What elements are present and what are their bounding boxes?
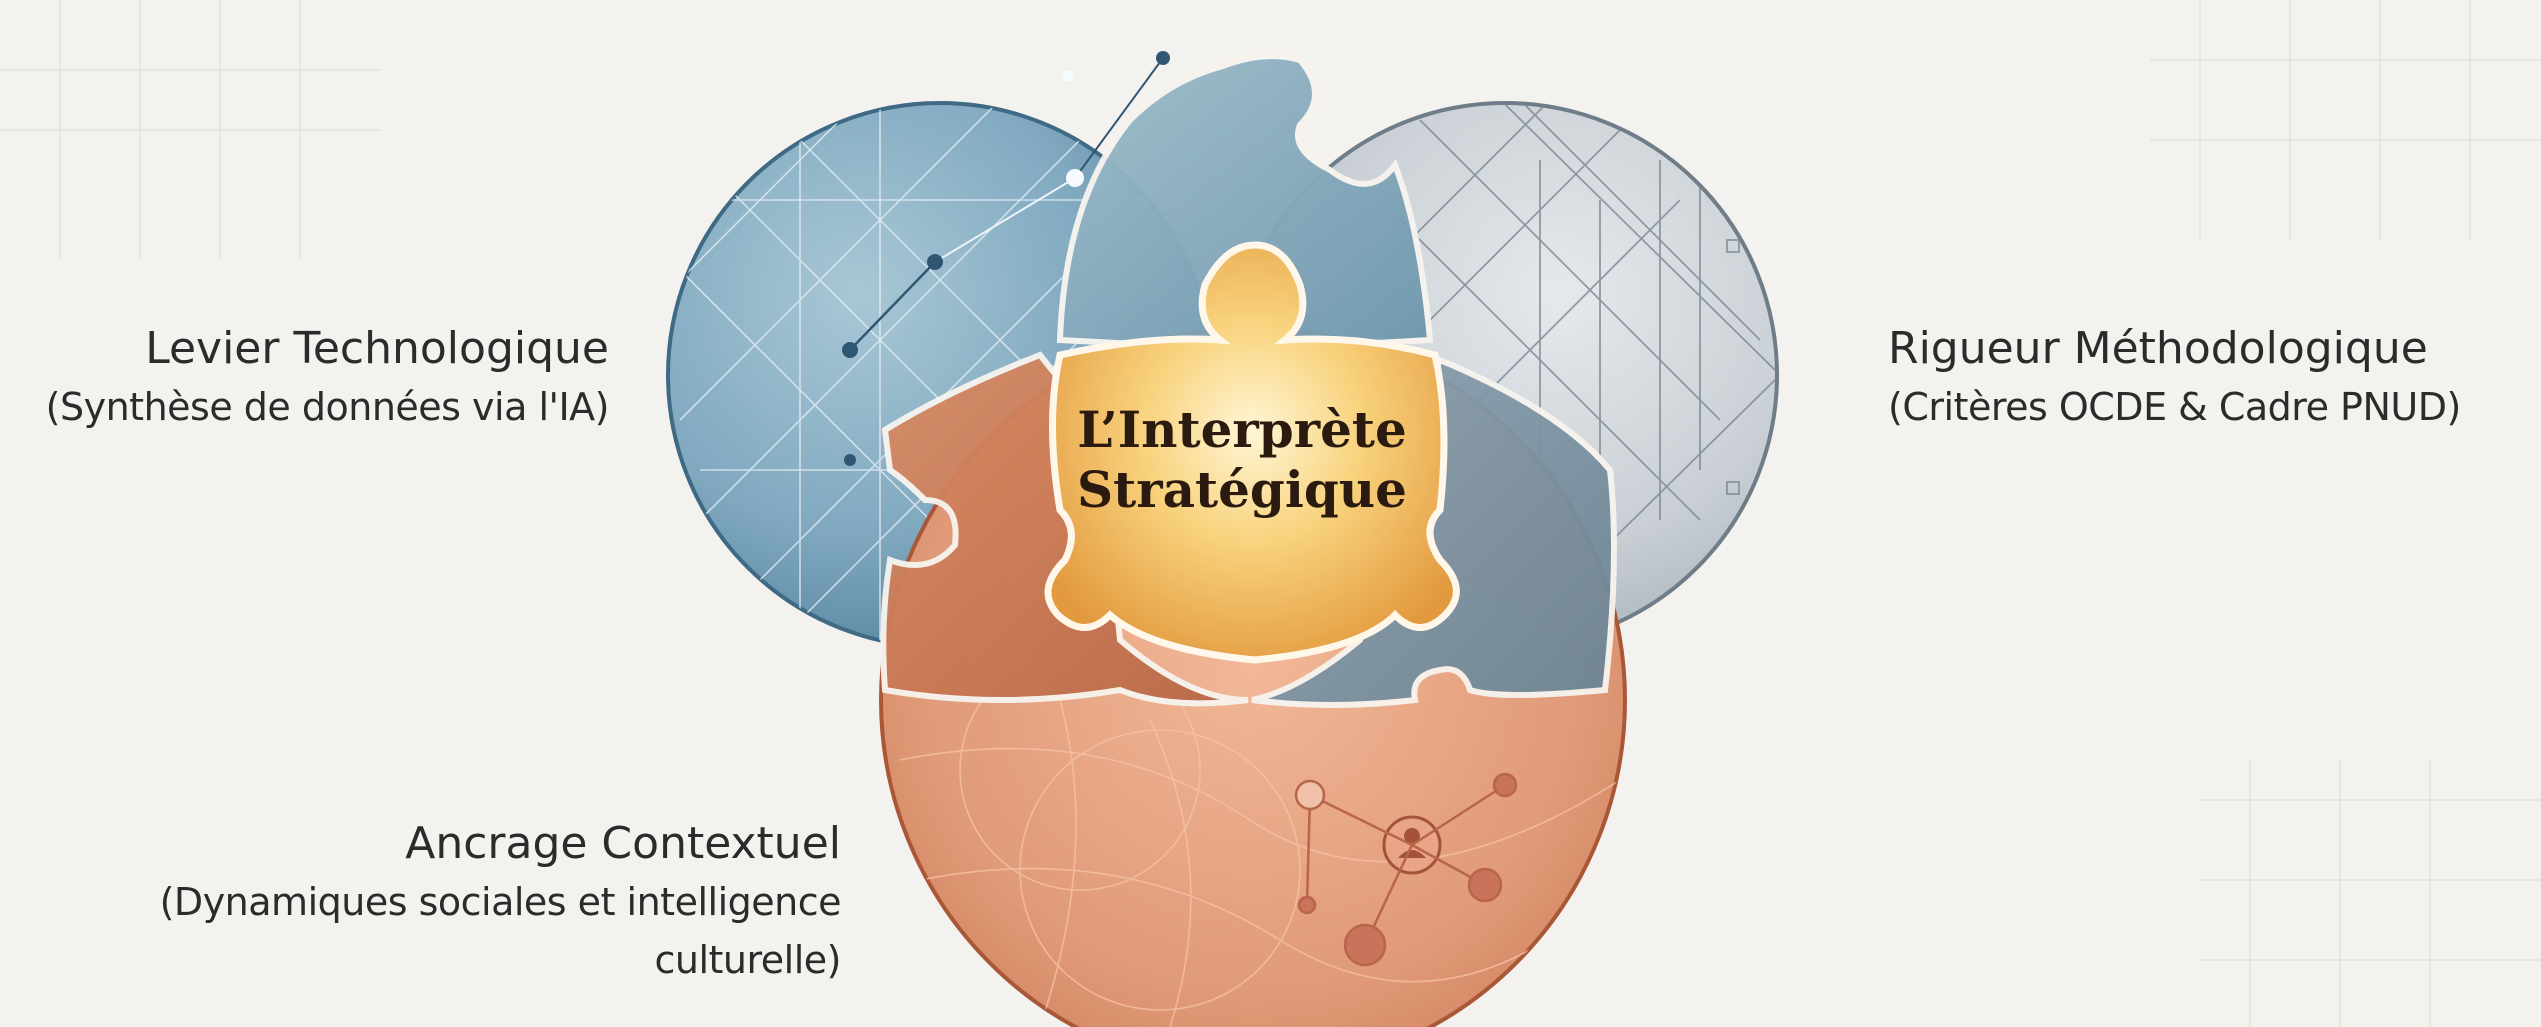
center-title-line2: Stratégique — [1077, 460, 1407, 519]
technological-title: Levier Technologique — [145, 323, 609, 374]
contextual-label: Ancrage Contextuel (Dynamiques sociales … — [121, 815, 842, 989]
contextual-title: Ancrage Contextuel — [405, 818, 841, 869]
contextual-subtitle-line2: culturelle) — [654, 938, 841, 982]
center-title-line1: L’Interprète — [1077, 400, 1407, 459]
methodological-label: Rigueur Méthodologique (Critères OCDE & … — [1888, 320, 2461, 436]
methodological-title: Rigueur Méthodologique — [1888, 323, 2428, 374]
center-title: L’Interprète Stratégique — [1032, 400, 1452, 520]
technological-subtitle: (Synthèse de données via l'IA) — [45, 385, 610, 429]
contextual-subtitle-line1: (Dynamiques sociales et intelligence — [159, 880, 842, 924]
technological-label: Levier Technologique (Synthèse de donnée… — [45, 320, 610, 436]
center-piece — [1044, 241, 1460, 664]
methodological-subtitle: (Critères OCDE & Cadre PNUD) — [1888, 385, 2461, 429]
network-icon — [1294, 772, 1518, 967]
network-icon — [842, 51, 1170, 466]
